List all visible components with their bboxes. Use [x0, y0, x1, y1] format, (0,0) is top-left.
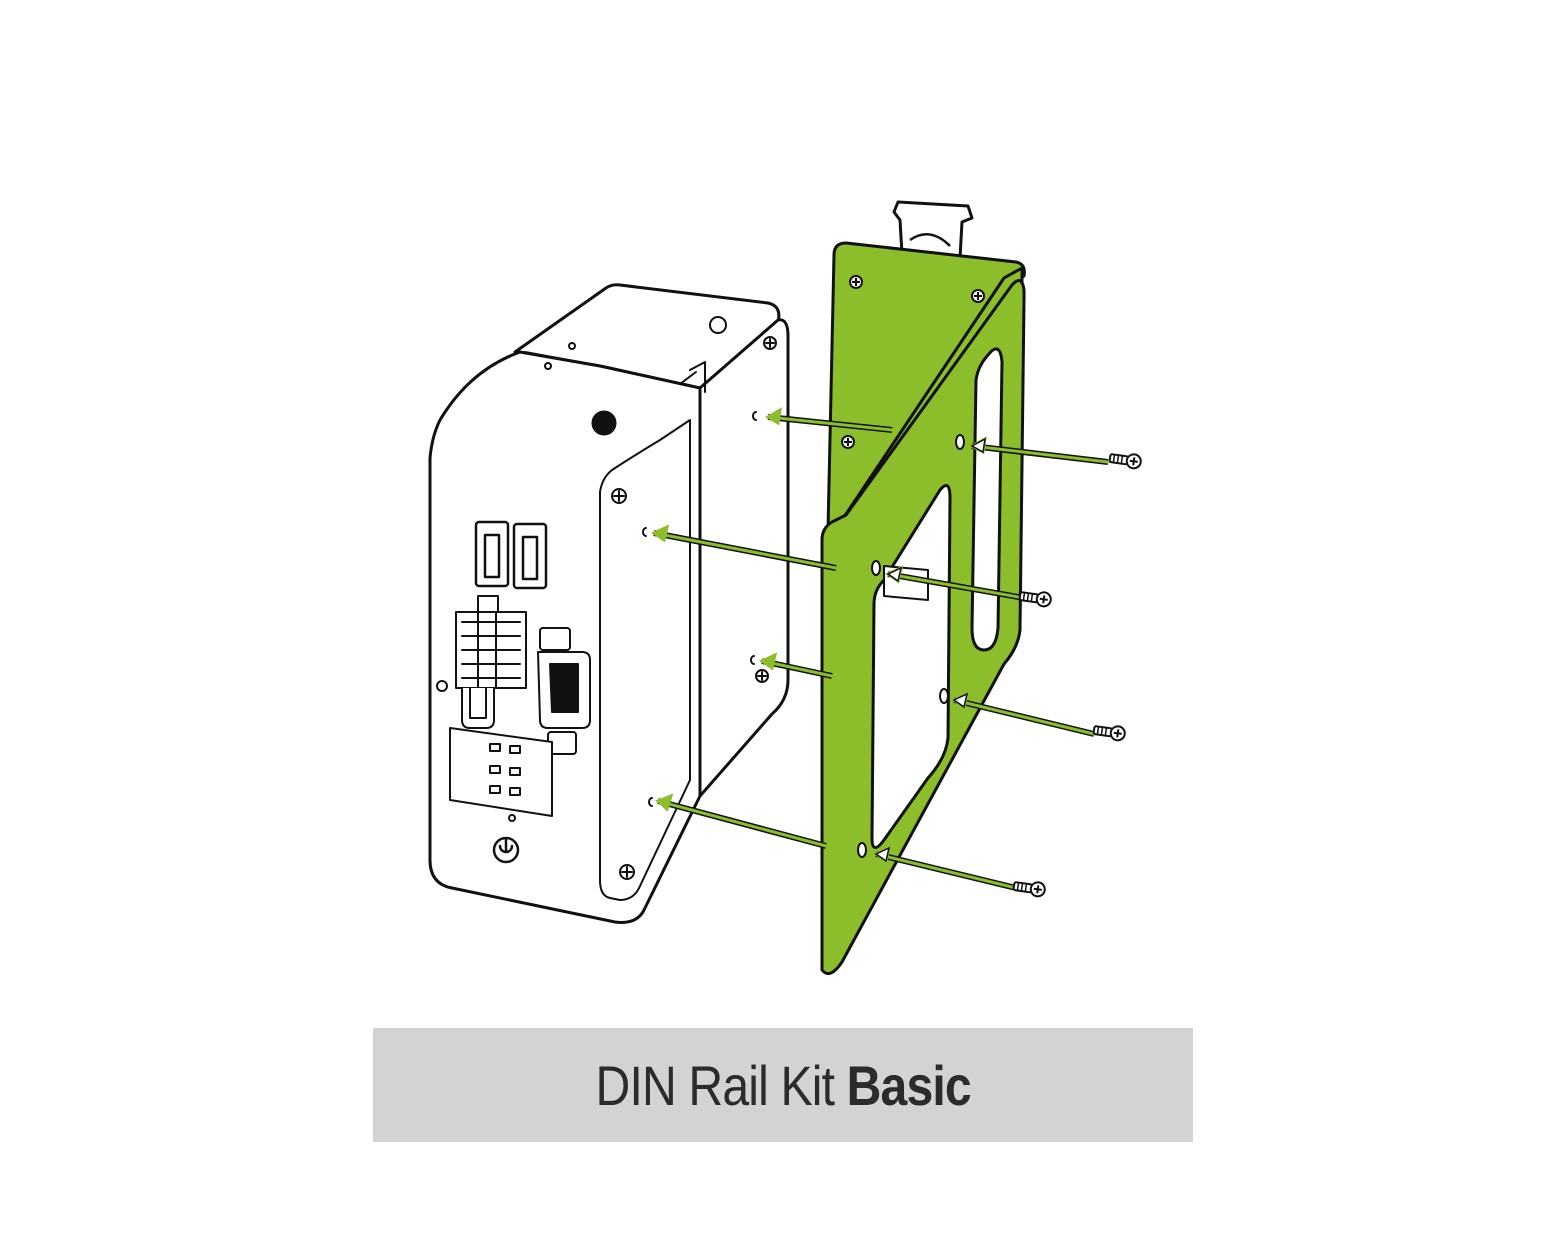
screw-icon — [1012, 453, 1142, 898]
mini-pc-icon — [428, 283, 790, 924]
caption-emphasis: Basic — [846, 1053, 971, 1117]
din-rail-bracket-icon — [820, 200, 1026, 976]
caption-title: DIN Rail Kit Basic — [595, 1053, 971, 1118]
caption-bar: DIN Rail Kit Basic — [373, 1028, 1193, 1142]
caption-prefix: DIN Rail Kit — [595, 1053, 834, 1117]
